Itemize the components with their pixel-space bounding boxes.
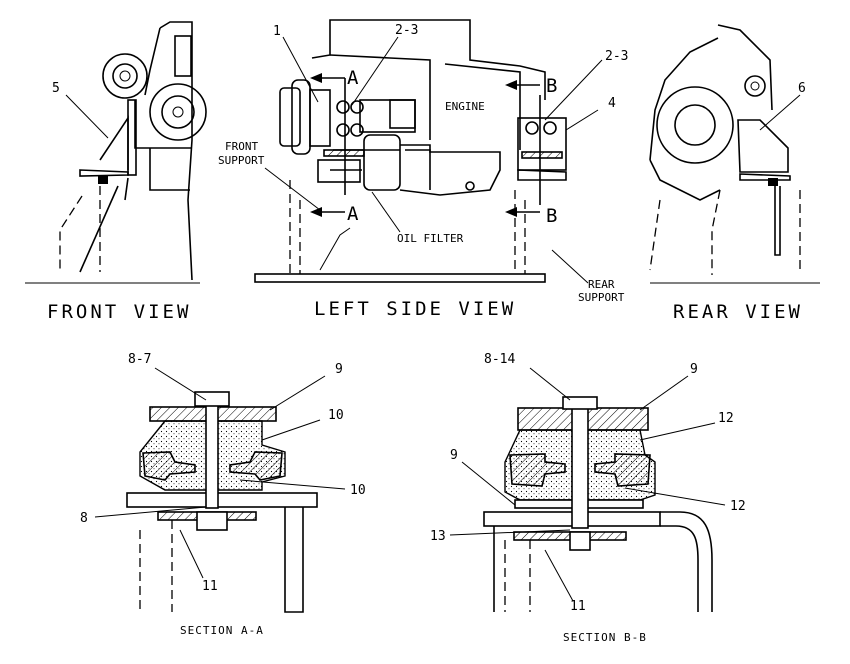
rear-support-label-line1: REAR bbox=[588, 278, 615, 291]
callout-6: 6 bbox=[798, 81, 806, 96]
callout-8-7: 8-7 bbox=[128, 352, 151, 367]
front-support-label-line1: FRONT bbox=[225, 140, 258, 153]
left-side-view-drawing bbox=[254, 19, 567, 283]
front-support-label-line2: SUPPORT bbox=[218, 154, 265, 167]
front-view-drawing bbox=[25, 21, 207, 284]
section-marker-b-top: B bbox=[546, 75, 560, 97]
front-view-title: FRONT VIEW bbox=[47, 301, 191, 323]
section-bb-title: SECTION B-B bbox=[563, 631, 647, 644]
callout-2-3-right: 2-3 bbox=[605, 49, 628, 64]
section-aa-drawing bbox=[126, 391, 318, 613]
callout-8-14: 8-14 bbox=[484, 352, 515, 367]
oil-filter-label: OIL FILTER bbox=[397, 232, 464, 245]
section-marker-a-top: A bbox=[347, 67, 361, 89]
callout-8: 8 bbox=[80, 511, 88, 526]
callout-1: 1 bbox=[273, 24, 281, 39]
callout-2-3-left: 2-3 bbox=[395, 23, 418, 38]
left-side-view-title: LEFT SIDE VIEW bbox=[314, 298, 516, 320]
engine-label: ENGINE bbox=[445, 100, 485, 113]
callout-4: 4 bbox=[608, 96, 616, 111]
rear-view-drawing bbox=[649, 24, 820, 284]
callout-9-bb-top: 9 bbox=[690, 362, 698, 377]
section-aa-title: SECTION A-A bbox=[180, 624, 264, 637]
section-marker-b-bottom: B bbox=[546, 205, 560, 227]
callout-13: 13 bbox=[430, 529, 446, 544]
callout-11-bb: 11 bbox=[570, 599, 586, 614]
section-bb-drawing bbox=[483, 396, 713, 612]
labels: 5 1 2-3 2-3 4 6 A A B B ENGINE OIL FILTE… bbox=[47, 23, 806, 644]
callout-10-lower: 10 bbox=[350, 483, 366, 498]
callout-11-aa: 11 bbox=[202, 579, 218, 594]
leader-lines bbox=[65, 36, 801, 602]
callout-9-aa: 9 bbox=[335, 362, 343, 377]
section-marker-a-bottom: A bbox=[347, 203, 361, 225]
callout-12-upper: 12 bbox=[718, 411, 734, 426]
callout-10-upper: 10 bbox=[328, 408, 344, 423]
callout-12-lower: 12 bbox=[730, 499, 746, 514]
callout-9-bb-left: 9 bbox=[450, 448, 458, 463]
rear-view-title: REAR VIEW bbox=[673, 301, 803, 323]
callout-5: 5 bbox=[52, 81, 60, 96]
rear-support-label-line2: SUPPORT bbox=[578, 291, 625, 304]
